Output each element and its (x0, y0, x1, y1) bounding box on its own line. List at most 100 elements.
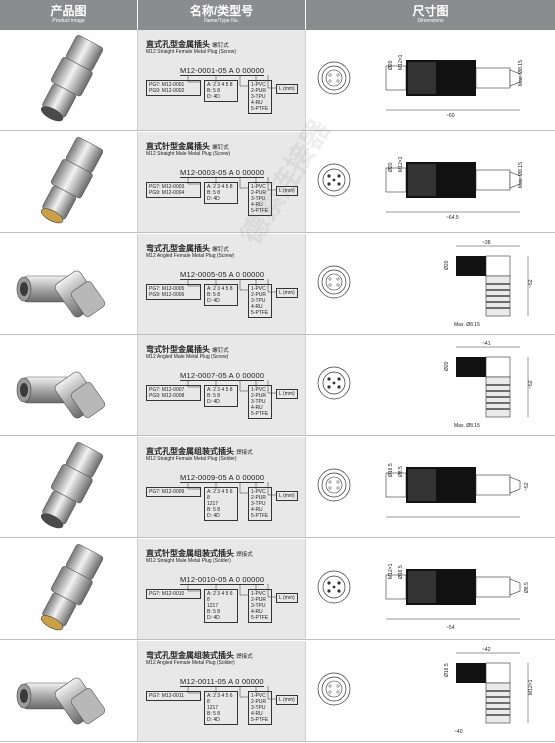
dimension-label: ~54 (446, 625, 455, 631)
dimension-label: Ø16.5 (444, 663, 450, 677)
product-name-zh: 弯式针型金属插头 螺钉式 (146, 345, 229, 355)
dimension-label: ~38 (482, 240, 491, 246)
connector-photo (16, 677, 106, 725)
pg-box: PG7: M12-0010 (146, 589, 201, 599)
product-row: 弯式孔型金属插头 螺钉式 M12 Angled Female Metal Plu… (0, 233, 555, 335)
type-code-leader-lines (187, 176, 276, 191)
product-name-zh: 直式孔型金属组装式插头 焊接式 (146, 447, 253, 457)
type-code-leader-lines (187, 75, 276, 89)
connector-face-view (317, 672, 351, 706)
connector-side-view (385, 161, 521, 213)
dimension-label: Max. Ø8.15 (518, 60, 524, 86)
length-box: L (mm) (276, 287, 298, 298)
name-type-cell: 弯式孔型金属组装式插头 焊接式 M12 Angled Female Metal … (138, 640, 306, 741)
product-name-zh: 直式针型金属插头 螺钉式 (146, 141, 229, 151)
connector-photo (16, 270, 106, 317)
name-type-cell: 直式孔型金属组装式插头 焊接式 M12 Straight Female Meta… (138, 437, 306, 538)
type-code-leader-lines (187, 584, 276, 598)
header-name-type: 名称/类型号 Name/Type No. (138, 0, 306, 30)
product-image-cell (0, 30, 138, 130)
name-type-cell: 弯式针型金属插头 螺钉式 M12 Angled Male Metal Plug … (138, 335, 306, 436)
connector-face-view (317, 163, 351, 197)
name-type-cell: 直式针型金属插头 螺钉式 M12 Straight Male Metal Plu… (138, 131, 306, 232)
length-box: L (mm) (276, 185, 298, 196)
product-image-cell (0, 437, 138, 538)
dimension-label: ~42 (482, 647, 491, 653)
product-name-zh: 直式针型金属组装式插头 焊接式 (146, 549, 253, 558)
dimension-label: Ø20 (444, 260, 450, 270)
dimension-drawing-cell: Ø20 M12×1 ~60 Max. Ø8.15 (306, 30, 555, 130)
product-name-zh: 弯式孔型金属组装式插头 焊接式 (146, 650, 253, 660)
header-dimensions: 尺寸图 Dimensions (412, 4, 449, 25)
product-row: 直式针型金属插头 螺钉式 M12 Straight Male Metal Plu… (0, 131, 555, 233)
type-code: M12-0009-05 A 0 00000 (180, 473, 265, 484)
dimension-label: ~52 (524, 482, 530, 491)
connector-side-view (456, 245, 529, 316)
connector-photo (40, 544, 104, 631)
name-type-cell: 弯式孔型金属插头 螺钉式 M12 Angled Female Metal Plu… (138, 233, 306, 334)
type-code: M12-0007-05 A 0 00000 (180, 371, 265, 382)
product-name-en: M12 Angled Male Metal Plug (Screw) (146, 354, 229, 361)
dimension-label: ~64.5 (446, 215, 459, 221)
connector-photo (40, 442, 104, 529)
length-box: L (mm) (276, 593, 298, 603)
pg-box: PG7: M12-0011 (146, 690, 201, 701)
type-code: M12-0011-05 A 0 00000 (180, 676, 264, 687)
product-name-en: M12 Straight Female Metal Plug (Screw) (146, 49, 237, 55)
table-header: 产品图 Product image 名称/类型号 Name/Type No. 尺… (0, 0, 555, 30)
type-code: M12-0005-05 A 0 00000 (180, 269, 265, 280)
length-box: L (mm) (276, 84, 298, 94)
product-row: 直式孔型金属组装式插头 焊接式 M12 Straight Female Meta… (0, 437, 555, 539)
dimension-label: Max. Ø8.15 (454, 423, 480, 429)
name-type-cell: 直式针型金属组装式插头 焊接式 M12 Straight Male Metal … (138, 539, 306, 639)
product-row: 直式针型金属组装式插头 焊接式 M12 Straight Male Metal … (0, 539, 555, 640)
dimension-label: Max. Ø8.15 (454, 322, 480, 328)
connector-side-view (385, 60, 521, 111)
product-row: 弯式针型金属插头 螺钉式 M12 Angled Male Metal Plug … (0, 335, 555, 437)
product-name-en: M12 Angled Female Metal Plug (Screw) (146, 252, 235, 259)
connector-side-view (385, 569, 521, 620)
dimension-label: Max. Ø8.15 (518, 162, 524, 188)
header-product-image: 产品图 Product image (0, 0, 138, 30)
connector-face-view (317, 61, 351, 95)
dimension-label: Ø20 (388, 60, 394, 70)
length-box: L (mm) (276, 491, 298, 502)
length-box: L (mm) (276, 389, 298, 400)
connector-photo (40, 136, 104, 224)
dimension-drawing: Ø20 M12×1 ~60 Max. Ø8.15 (317, 54, 524, 119)
dimension-label: M12×1 (388, 563, 394, 579)
dimension-label: M12×1 (398, 156, 404, 172)
connector-photo (40, 35, 104, 122)
type-code-leader-lines (187, 685, 276, 700)
dimension-label: ~52 (528, 279, 534, 288)
product-image-cell (0, 539, 138, 639)
connector-photo (16, 372, 106, 419)
type-code-leader-lines (187, 278, 276, 292)
type-code: M12-0010-05 A 0 00000 (180, 575, 265, 585)
dimension-label: ~41 (482, 341, 491, 347)
name-type-cell: 直式孔型金属插头 螺钉式 M12 Straight Female Metal P… (138, 30, 306, 130)
product-image-cell (0, 640, 138, 741)
product-name-en: M12 Angled Female Metal Plug (Solder) (146, 659, 235, 666)
connector-face-view (317, 265, 351, 298)
connector-face-view (317, 468, 351, 502)
pg-box: PG7: M12-0009 (146, 487, 201, 498)
dimension-label: ~60 (446, 113, 455, 119)
dimension-label: M12×1 (398, 54, 404, 70)
